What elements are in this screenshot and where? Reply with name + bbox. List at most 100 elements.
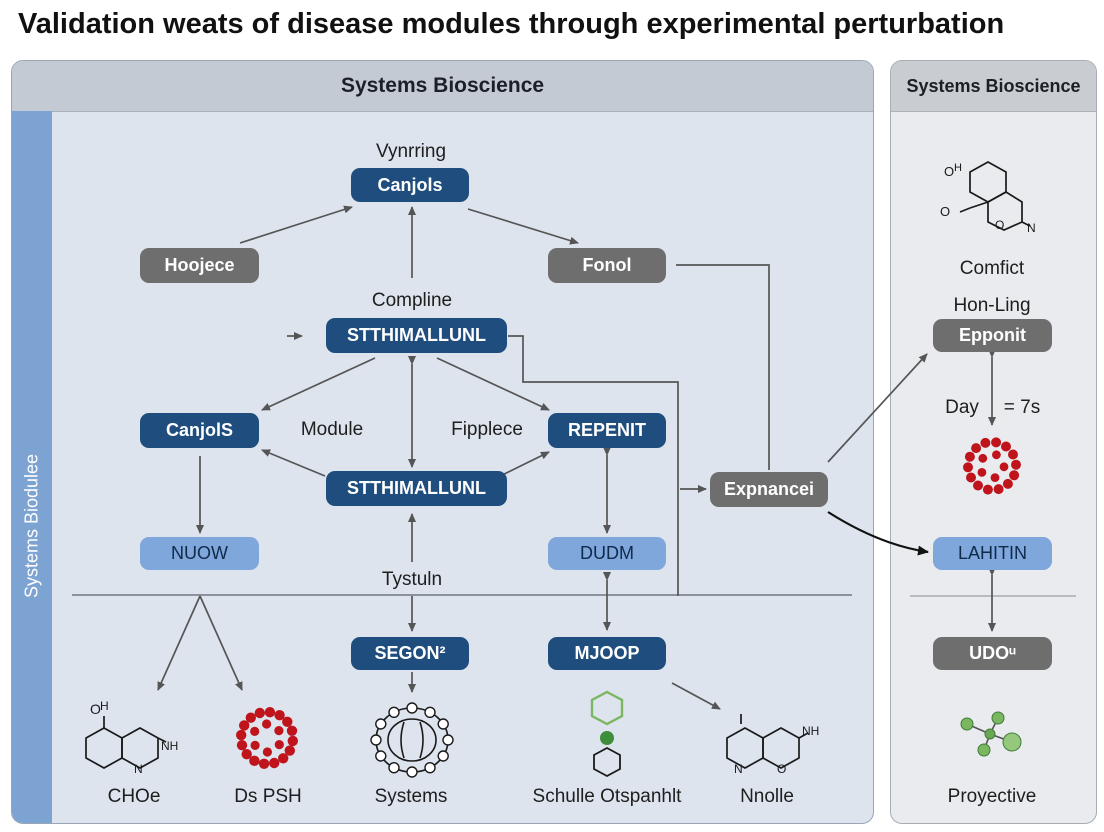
ring-bead — [406, 702, 418, 714]
molecule-atom — [973, 480, 983, 491]
node-lahitin[interactable]: LAHITIN — [933, 537, 1052, 570]
node-fonol[interactable]: Fonol — [548, 248, 666, 283]
svg-text:O: O — [995, 218, 1004, 232]
svg-text:H: H — [954, 162, 962, 174]
molecule-atom — [236, 740, 248, 751]
molecule-atom — [262, 747, 272, 757]
molecule-atom — [274, 740, 284, 750]
node-segon[interactable]: SEGON² — [351, 637, 469, 670]
main-panel-sidebar — [12, 111, 52, 823]
molecule-atom — [278, 753, 289, 764]
ring-bead — [424, 706, 436, 718]
label-schulle: Schulle Otspanhlt — [532, 786, 682, 807]
molecule-atom — [1001, 441, 1011, 452]
ring-bead — [388, 762, 400, 774]
label-ds-psh: Ds PSH — [234, 786, 302, 807]
molecule-atom — [254, 707, 265, 719]
choe-structure — [85, 716, 167, 769]
label-proyective: Proyective — [947, 786, 1037, 807]
label-day: Day — [945, 397, 979, 418]
molecule-atom — [245, 712, 256, 723]
ring-bead — [388, 706, 400, 718]
molecule-atom — [239, 720, 250, 731]
svg-text:O: O — [944, 164, 954, 179]
main-panel-header: Systems Bioscience — [12, 61, 873, 112]
molecule-atom — [250, 740, 260, 751]
node-hoojece[interactable]: Hoojece — [140, 248, 259, 283]
node-canjols-top[interactable]: Canjols — [351, 168, 469, 202]
ring-bead — [437, 750, 449, 762]
node-nuow[interactable]: NUOW — [140, 537, 259, 570]
molecule-atom — [971, 443, 982, 454]
label-comfict: Comfict — [959, 258, 1025, 279]
svg-text:NH: NH — [161, 739, 178, 753]
svg-text:N: N — [134, 762, 143, 776]
node-repenit[interactable]: REPENIT — [548, 413, 666, 448]
label-fipplece: Fipplece — [451, 419, 523, 440]
edge-fonol-expnancei — [676, 264, 770, 470]
edge-sthim1-repenit — [436, 357, 550, 411]
systems-structure — [375, 707, 449, 773]
side-panel-header: Systems Bioscience — [891, 61, 1096, 112]
edge-hoojece-canjols — [239, 205, 353, 244]
node-expnancei[interactable]: Expnancei — [710, 472, 828, 507]
svg-text:N: N — [734, 762, 743, 776]
label-nnolle: Nnolle — [740, 786, 794, 807]
molecule-atom — [1009, 470, 1020, 481]
molecule-atom — [964, 451, 975, 462]
nnolle-structure — [726, 714, 809, 769]
molecule-atom — [282, 716, 293, 727]
molecule-atom — [262, 719, 272, 729]
molecule-atom — [990, 473, 1000, 482]
molecule-atom — [991, 437, 1002, 448]
ring-bead — [424, 762, 436, 774]
node-sthimallunl-2[interactable]: STTHIMALLUNL — [326, 471, 507, 506]
svg-text:O: O — [940, 204, 950, 219]
node-udou[interactable]: UDOᵘ — [933, 637, 1052, 670]
molecule-atom — [993, 484, 1004, 495]
schulle-structure — [590, 690, 624, 778]
svg-text:O: O — [90, 701, 101, 717]
label-seven-s: = 7s — [1003, 397, 1041, 418]
molecule-atom — [999, 462, 1009, 472]
ring-bead — [370, 734, 382, 746]
molecule-atom — [269, 757, 280, 769]
edge-expnancei-epponit — [827, 353, 928, 463]
molecule-atom — [287, 735, 298, 747]
molecule-atom — [982, 484, 993, 495]
ring-bead — [375, 718, 387, 730]
molecule-atom — [264, 707, 276, 718]
edge-mjoop-nnolle — [671, 682, 721, 710]
label-hon-ling: Hon-Ling — [953, 295, 1031, 316]
molecule-atom — [274, 710, 285, 721]
proyective-network — [960, 711, 1022, 757]
side-red-cluster — [963, 437, 1021, 495]
molecule-atom — [1008, 449, 1018, 460]
molecule-atom — [286, 725, 298, 736]
molecule-atom — [977, 468, 987, 477]
label-module: Module — [300, 419, 364, 440]
edge-nuow-choe — [157, 595, 201, 691]
molecule-atom — [992, 450, 1001, 460]
molecule-atom — [980, 437, 991, 448]
node-dudm[interactable]: DUDM — [548, 537, 666, 570]
ring-bead — [406, 766, 418, 778]
edge-expnancei-lahitin — [827, 511, 929, 556]
dspsh-cluster — [236, 707, 298, 769]
molecule-atom — [284, 745, 295, 756]
molecule-atom — [1011, 459, 1021, 470]
edge-canjols-fonol — [467, 208, 579, 245]
node-canjols-left[interactable]: CanjolS — [140, 413, 259, 448]
svg-text:H: H — [100, 699, 109, 713]
edge-nuow-dspsh — [199, 595, 243, 691]
side-top-structure — [959, 161, 1031, 231]
page-title: Validation weats of disease modules thro… — [18, 8, 1005, 40]
label-tystuln: Tystuln — [381, 569, 443, 590]
label-vynrring: Vynrring — [375, 141, 447, 162]
node-mjoop[interactable]: MJOOP — [548, 637, 666, 670]
node-sthimallunl-1[interactable]: STTHIMALLUNL — [326, 318, 507, 353]
label-compline: Compline — [371, 290, 453, 311]
ring-bead — [437, 718, 449, 730]
node-epponit[interactable]: Epponit — [933, 319, 1052, 352]
